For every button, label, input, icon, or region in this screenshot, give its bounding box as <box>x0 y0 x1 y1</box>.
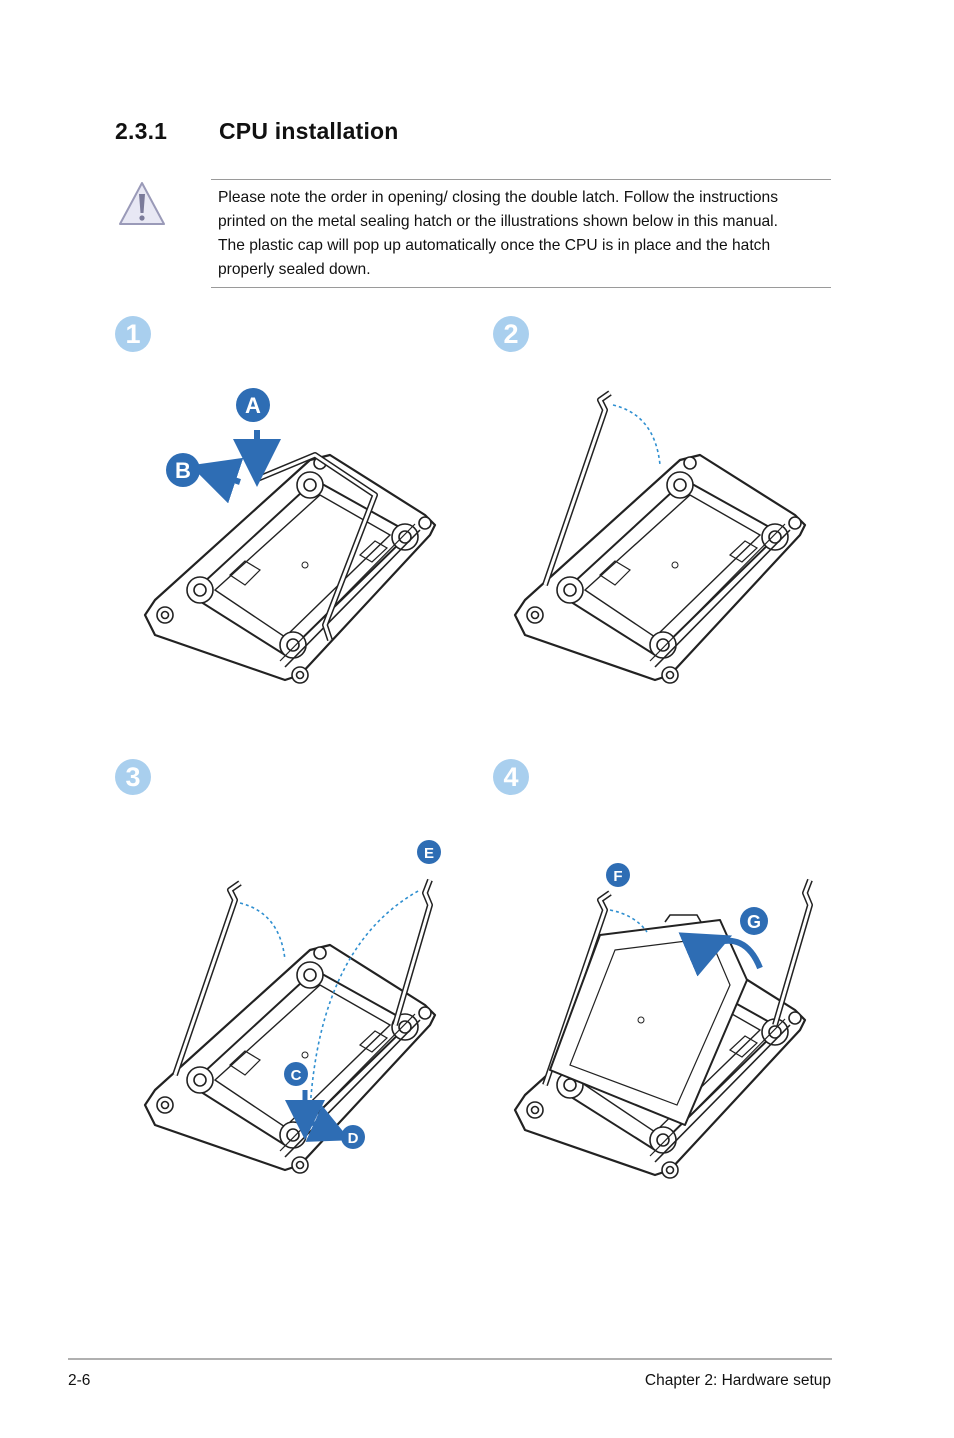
callout-f: F <box>613 868 622 885</box>
step-2-badge: 2 <box>493 316 529 352</box>
step-4-illustration: F G <box>513 863 825 1180</box>
callout-b: B <box>175 458 191 483</box>
step-4-badge: 4 <box>493 759 529 795</box>
step-3-badge: 3 <box>115 759 151 795</box>
callout-d: D <box>348 1130 359 1147</box>
section-title: CPU installation <box>219 118 399 144</box>
footer-rule <box>68 1358 832 1360</box>
page-number: 2-6 <box>68 1372 91 1389</box>
note-line: printed on the metal sealing hatch or th… <box>218 213 778 230</box>
section-heading: 2.3.1 CPU installation <box>115 118 399 145</box>
callout-d-icon: D <box>341 1125 365 1149</box>
callout-e-icon: E <box>417 840 441 864</box>
callout-c: C <box>291 1067 302 1084</box>
note-top-rule <box>211 179 831 180</box>
note-text: Please note the order in opening/ closin… <box>218 186 834 282</box>
step-3-illustration: E C D <box>143 840 441 1175</box>
callout-a-icon: A <box>236 388 270 422</box>
warning-triangle-icon <box>119 182 165 225</box>
callout-c-icon: C <box>284 1062 308 1086</box>
callout-g: G <box>747 912 761 932</box>
callout-e: E <box>424 845 434 862</box>
callout-b-icon: B <box>166 453 200 487</box>
section-number: 2.3.1 <box>115 118 168 144</box>
chapter-label: Chapter 2: Hardware setup <box>644 1372 831 1389</box>
callout-a: A <box>245 393 261 418</box>
note-bottom-rule <box>211 287 831 288</box>
note-line: Please note the order in opening/ closin… <box>218 189 778 206</box>
note-line: properly sealed down. <box>218 261 371 278</box>
step-1-illustration: A B <box>143 388 437 685</box>
callout-g-icon: G <box>740 907 768 935</box>
step-2-illustration <box>513 385 807 685</box>
callout-f-icon: F <box>606 863 630 887</box>
step-1-badge: 1 <box>115 316 151 352</box>
note-line: The plastic cap will pop up automaticall… <box>218 237 771 254</box>
